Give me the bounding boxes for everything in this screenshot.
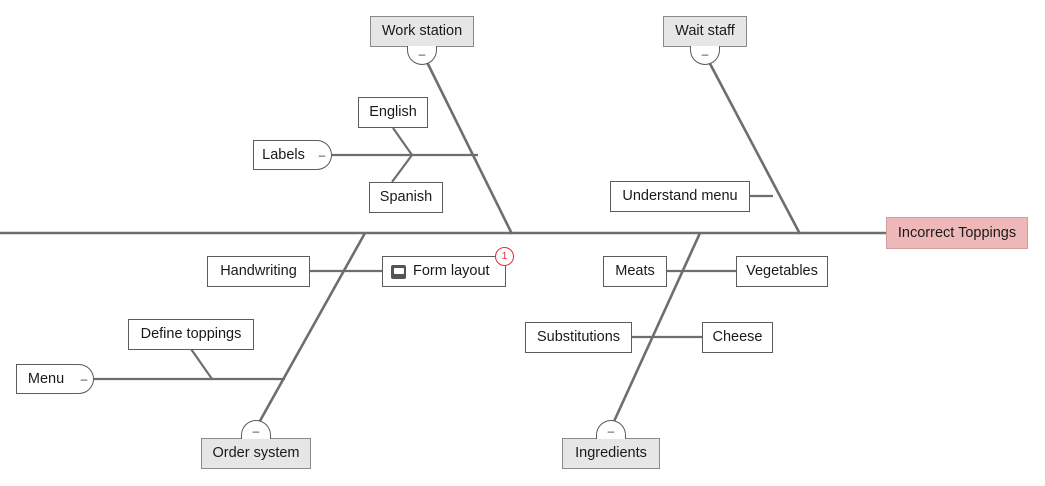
collapse-handle-ingredients-glyph: – [607, 424, 615, 438]
cause-node-labels-label: Labels [262, 146, 305, 163]
effect-node-incorrect-toppings[interactable]: Incorrect Toppings [886, 217, 1028, 249]
cause-node-spanish-label: Spanish [379, 189, 433, 206]
category-node-ingredients[interactable]: Ingredients [562, 438, 660, 469]
cause-node-menu[interactable]: Menu [16, 364, 76, 394]
collapse-handle-labels-glyph: – [318, 148, 326, 162]
collapse-handle-order-system-glyph: – [252, 424, 260, 438]
category-node-wait-staff-label: Wait staff [675, 23, 735, 40]
bone-wait-staff [705, 57, 802, 235]
comment-count-badge[interactable]: 1 [495, 247, 514, 266]
comment-count-badge-value: 1 [501, 250, 508, 263]
category-node-work-station-label: Work station [381, 23, 463, 40]
cause-node-handwriting-label: Handwriting [220, 263, 297, 280]
cause-node-substitutions[interactable]: Substitutions [525, 322, 632, 353]
cause-node-english[interactable]: English [358, 97, 428, 128]
cause-node-labels[interactable]: Labels [253, 140, 314, 170]
category-node-work-station[interactable]: Work station [370, 16, 474, 47]
cause-node-cheese-label: Cheese [712, 329, 763, 346]
cause-node-substitutions-label: Substitutions [536, 329, 621, 346]
subbranch-english [392, 127, 413, 156]
collapse-handle-wait-staff-glyph: – [701, 46, 709, 61]
cause-node-menu-label: Menu [27, 370, 65, 387]
cause-node-cheese[interactable]: Cheese [702, 322, 773, 353]
cause-node-vegetables-label: Vegetables [746, 263, 818, 280]
subbranch-define-toppings [190, 348, 213, 380]
bone-ingredients [609, 232, 702, 429]
cause-node-form-layout-label: Form layout [413, 263, 490, 280]
subbranch-spanish [391, 154, 413, 183]
cause-node-form-layout[interactable]: Form layout [382, 256, 506, 287]
category-node-order-system[interactable]: Order system [201, 438, 311, 469]
cause-node-meats-label: Meats [615, 263, 655, 280]
cause-node-define-toppings-label: Define toppings [140, 326, 242, 343]
category-node-ingredients-label: Ingredients [575, 445, 647, 462]
cause-node-understand-menu-label: Understand menu [622, 188, 738, 205]
category-node-wait-staff[interactable]: Wait staff [663, 16, 747, 47]
cause-node-english-label: English [369, 104, 417, 121]
effect-node-label: Incorrect Toppings [897, 224, 1017, 241]
cause-node-define-toppings[interactable]: Define toppings [128, 319, 254, 350]
cause-node-spanish[interactable]: Spanish [369, 182, 443, 213]
cause-node-handwriting[interactable]: Handwriting [207, 256, 310, 287]
collapse-handle-work-station-glyph: – [418, 46, 426, 61]
cause-node-meats[interactable]: Meats [603, 256, 667, 287]
cause-node-vegetables[interactable]: Vegetables [736, 256, 828, 287]
bone-work-station [423, 57, 514, 235]
collapse-handle-menu-glyph: – [80, 372, 88, 386]
bone-order-system [254, 232, 367, 429]
cause-node-understand-menu[interactable]: Understand menu [610, 181, 750, 212]
category-node-order-system-label: Order system [212, 445, 300, 462]
note-icon [391, 264, 406, 279]
